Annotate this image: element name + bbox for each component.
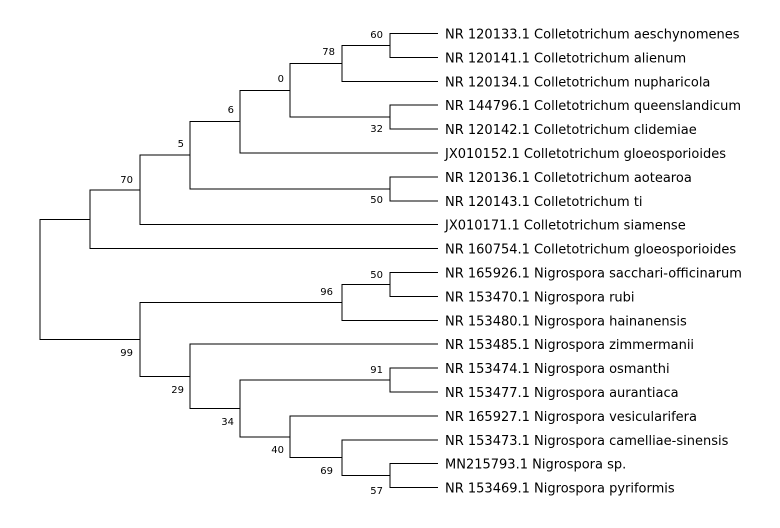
bootstrap-value: 99 bbox=[120, 348, 133, 359]
taxon-label: MN215793.1 Nigrospora sp. bbox=[445, 458, 626, 473]
bootstrap-value: 96 bbox=[320, 287, 333, 298]
taxon-label: NR 153485.1 Nigrospora zimmermanii bbox=[445, 338, 694, 353]
bootstrap-value: 5 bbox=[178, 139, 184, 150]
taxon-label: NR 160754.1 Colletotrichum gloeosporioid… bbox=[445, 243, 736, 258]
taxon-label: NR 153470.1 Nigrospora rubi bbox=[445, 290, 635, 305]
bootstrap-value: 6 bbox=[228, 105, 234, 116]
taxon-label: NR 153480.1 Nigrospora hainanensis bbox=[445, 314, 687, 329]
taxon-label: NR 153473.1 Nigrospora camelliae-sinensi… bbox=[445, 434, 729, 449]
bootstrap-value: 50 bbox=[370, 270, 383, 281]
bootstrap-value: 57 bbox=[370, 486, 383, 497]
bootstrap-value: 70 bbox=[120, 175, 133, 186]
taxon-label: NR 165927.1 Nigrospora vesicularifera bbox=[445, 410, 697, 425]
bootstrap-value: 32 bbox=[370, 124, 383, 135]
bootstrap-value: 91 bbox=[370, 365, 383, 376]
support-values: 60 78 0 6 32 5 70 50 50 96 99 91 29 34 40 69 57 bbox=[120, 30, 383, 497]
taxon-label: NR 120143.1 Colletotrichum ti bbox=[445, 195, 643, 210]
taxon-label: NR 120136.1 Colletotrichum aotearoa bbox=[445, 171, 692, 186]
taxon-label: NR 153477.1 Nigrospora aurantiaca bbox=[445, 386, 679, 401]
bootstrap-value: 34 bbox=[221, 417, 234, 428]
taxon-label: NR 120141.1 Colletotrichum alienum bbox=[445, 51, 686, 66]
taxon-label: NR 144796.1 Colletotrichum queenslandicu… bbox=[445, 99, 741, 114]
bootstrap-value: 29 bbox=[171, 385, 184, 396]
bootstrap-value: 78 bbox=[322, 47, 335, 58]
taxon-label: JX010171.1 Colletotrichum siamense bbox=[444, 219, 686, 234]
taxon-labels: NR 120133.1 Colletotrichum aeschynomenes… bbox=[444, 28, 742, 497]
taxon-label: NR 153469.1 Nigrospora pyriformis bbox=[445, 482, 675, 497]
taxon-label: JX010152.1 Colletotrichum gloeosporioide… bbox=[444, 147, 726, 162]
bootstrap-value: 0 bbox=[278, 74, 284, 85]
bootstrap-value: 69 bbox=[320, 466, 333, 477]
bootstrap-value: 40 bbox=[271, 445, 284, 456]
taxon-label: NR 165926.1 Nigrospora sacchari-officina… bbox=[445, 267, 742, 282]
taxon-label: NR 120134.1 Colletotrichum nupharicola bbox=[445, 75, 710, 90]
taxon-label: NR 153474.1 Nigrospora osmanthi bbox=[445, 362, 670, 377]
bootstrap-value: 60 bbox=[370, 30, 383, 41]
tree-branches bbox=[39, 33, 438, 489]
taxon-label: NR 120142.1 Colletotrichum clidemiae bbox=[445, 123, 697, 138]
bootstrap-value: 50 bbox=[370, 195, 383, 206]
taxon-label: NR 120133.1 Colletotrichum aeschynomenes bbox=[445, 28, 740, 43]
